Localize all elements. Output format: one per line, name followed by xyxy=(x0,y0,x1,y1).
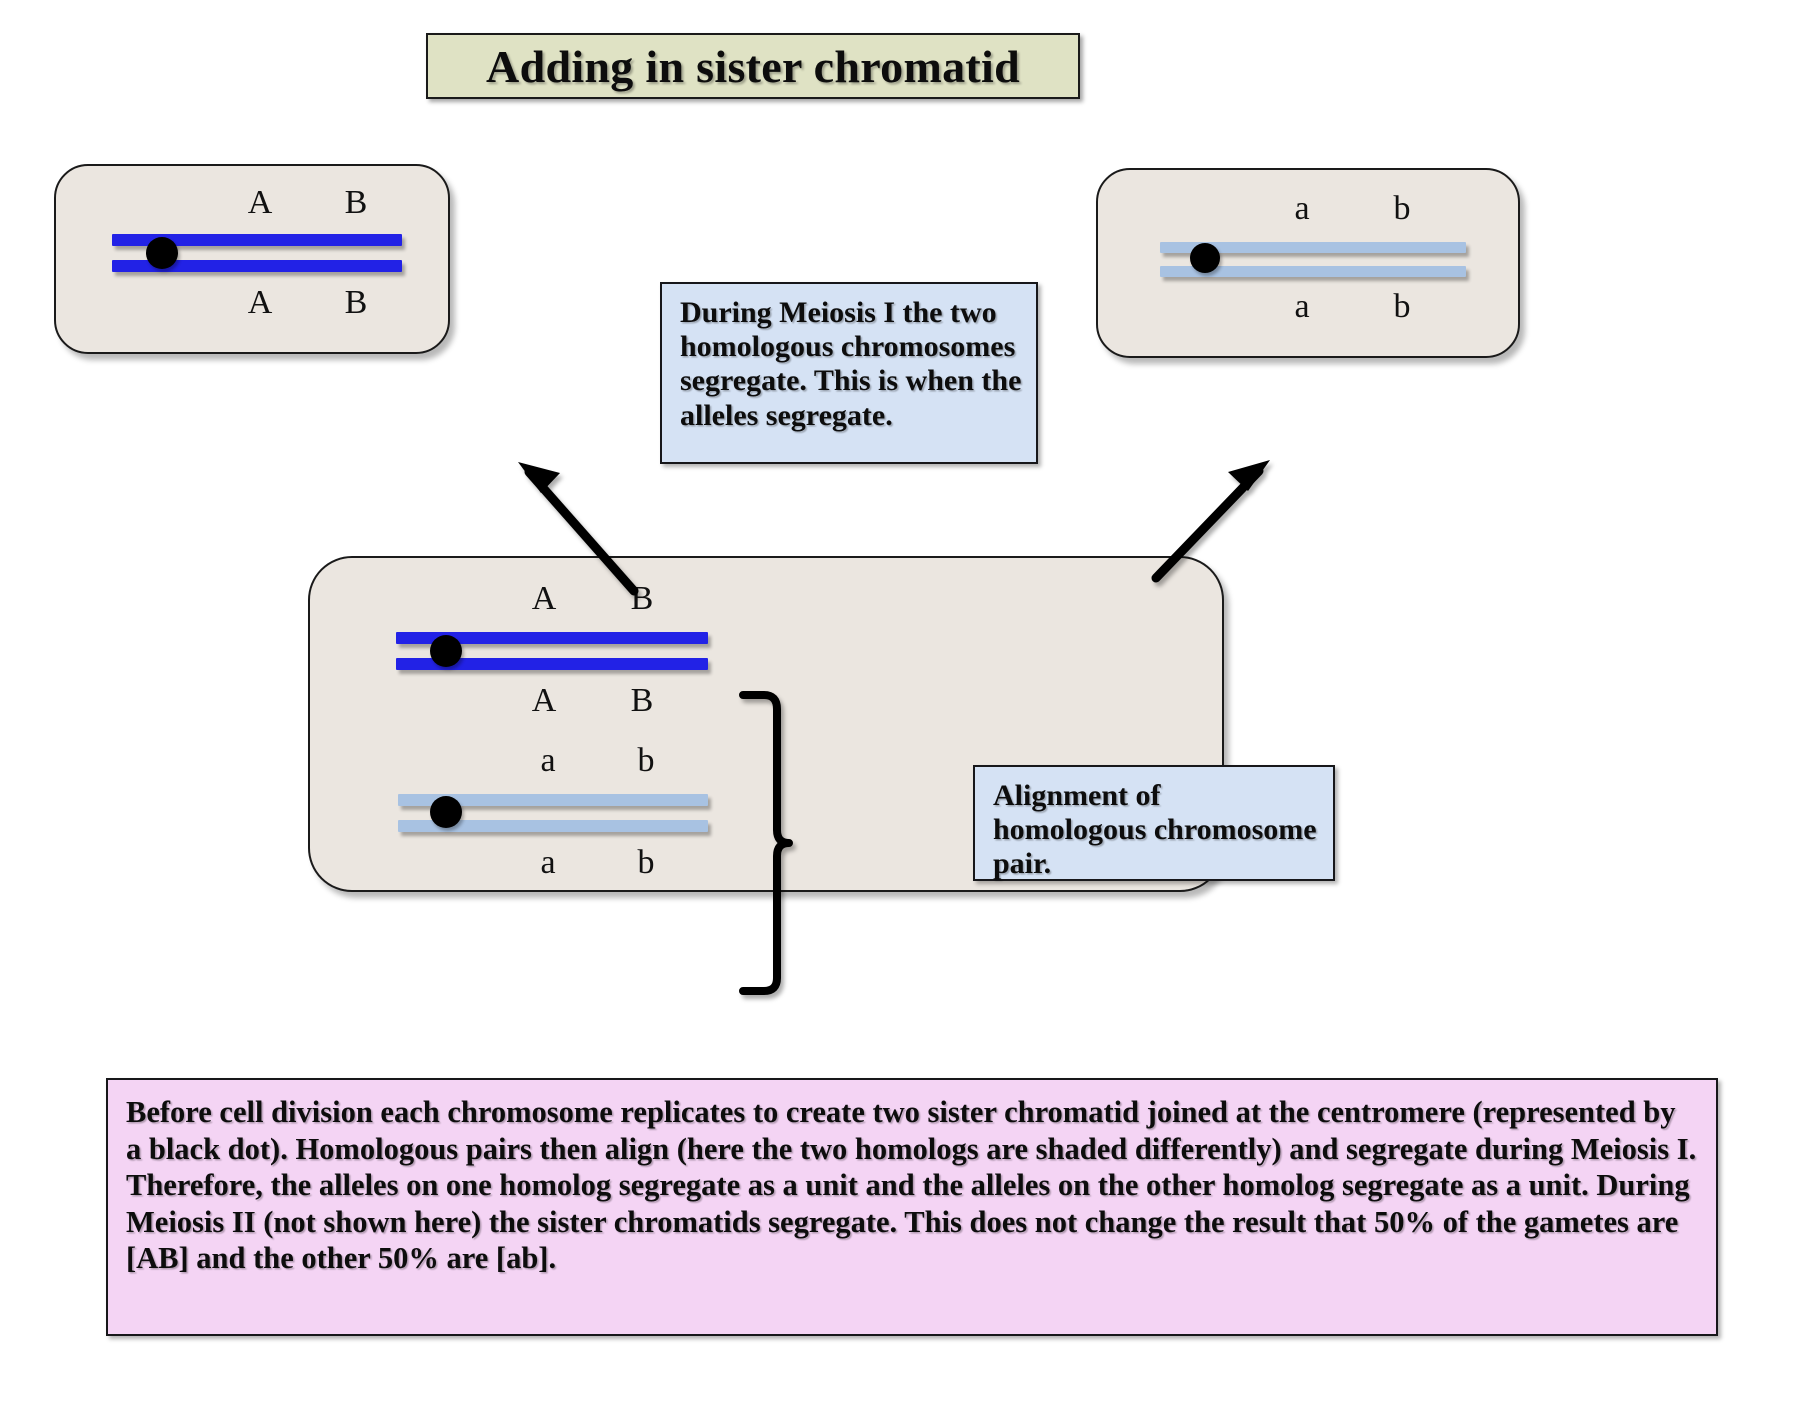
allele-B-bottom: B xyxy=(344,284,368,321)
panel-gamete-AB: A B A B xyxy=(54,164,450,354)
page-title-box: Adding in sister chromatid xyxy=(426,33,1080,99)
allele-A-top: A xyxy=(531,580,557,617)
allele-B-top: B xyxy=(344,184,368,221)
page-title: Adding in sister chromatid xyxy=(486,40,1020,92)
allele-A-bottom: A xyxy=(531,682,557,719)
sister-chromatid-upper xyxy=(1160,242,1466,253)
allele-b-top: b xyxy=(637,742,655,779)
note-alignment: Alignment of homologous chromosome pair. xyxy=(973,765,1335,881)
centromere-dot xyxy=(430,796,462,828)
sister-chromatid-upper xyxy=(112,234,402,246)
allele-A-top: A xyxy=(247,184,273,221)
centromere-dot xyxy=(146,237,178,269)
allele-B-top: B xyxy=(630,580,654,617)
sister-chromatid-lower xyxy=(398,820,708,832)
allele-a-bottom: a xyxy=(540,844,556,881)
sister-chromatid-lower xyxy=(1160,266,1466,277)
sister-chromatid-upper xyxy=(396,632,708,644)
sister-chromatid-lower xyxy=(112,260,402,272)
centromere-dot xyxy=(430,635,462,667)
allele-b-bottom: b xyxy=(1393,288,1411,325)
allele-A-bottom: A xyxy=(247,284,273,321)
panel-gamete-ab: a b a b xyxy=(1096,168,1520,358)
chromosome-AB-aligned: A B A B xyxy=(396,582,708,718)
sister-chromatid-upper xyxy=(398,794,708,806)
chromosome-ab-aligned: a b a b xyxy=(398,744,708,880)
note-meiosis-segregation: During Meiosis I the two homologous chro… xyxy=(660,282,1038,464)
chromosome-ab: a b a b xyxy=(1160,192,1466,324)
allele-B-bottom: B xyxy=(630,682,654,719)
centromere-dot xyxy=(1190,243,1220,273)
allele-b-top: b xyxy=(1393,190,1411,227)
chromosome-AB: A B A B xyxy=(112,186,402,320)
note-alignment-text: Alignment of homologous chromosome pair. xyxy=(993,779,1317,881)
allele-b-bottom: b xyxy=(637,844,655,881)
allele-a-bottom: a xyxy=(1294,288,1310,325)
sister-chromatid-lower xyxy=(396,658,708,670)
note-meiosis-text: During Meiosis I the two homologous chro… xyxy=(680,296,1022,432)
allele-a-top: a xyxy=(540,742,556,779)
allele-a-top: a xyxy=(1294,190,1310,227)
summary-box: Before cell division each chromosome rep… xyxy=(106,1078,1718,1336)
summary-text: Before cell division each chromosome rep… xyxy=(126,1095,1697,1276)
